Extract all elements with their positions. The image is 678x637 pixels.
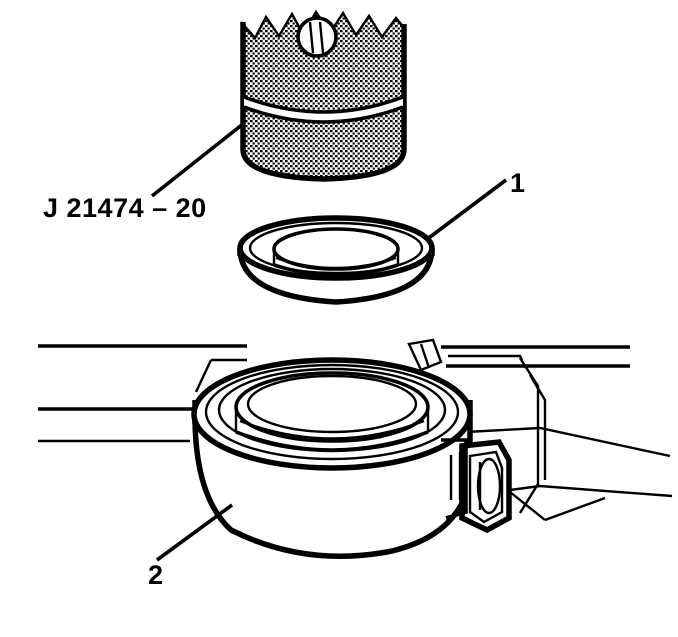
seal-ring-bore-floor xyxy=(273,263,399,277)
clip-pin-fill xyxy=(478,459,500,513)
bracket-bottom-edge xyxy=(544,496,606,522)
bracket-top-rail xyxy=(448,354,524,361)
housing-top-tab xyxy=(407,338,443,372)
housing-left-stub-bracket xyxy=(194,358,247,393)
bracket-vertical-edge-inner xyxy=(528,374,547,480)
housing-bore-inner-step xyxy=(246,374,418,434)
housing-outer-top-rim xyxy=(191,357,473,471)
seal-ring-outer-bottom xyxy=(237,247,435,305)
tool-screw-slot-right xyxy=(318,21,325,54)
background-structure-lines xyxy=(38,344,247,443)
bracket-vertical-edge-outer xyxy=(518,357,540,514)
seal-ring-bore-fill xyxy=(274,229,398,269)
driver-tool-cylinder xyxy=(240,9,407,182)
bracket-lower-fold xyxy=(509,484,673,498)
mounting-bracket xyxy=(448,354,673,522)
seal-ring-bore-floor-highlight xyxy=(275,256,397,270)
clip-inner-outline xyxy=(468,450,504,524)
clip-mount-flange xyxy=(441,438,468,520)
housing-bore-floor-highlight xyxy=(239,419,425,440)
tool-mid-band-lower xyxy=(243,105,404,124)
leader-line-one xyxy=(424,178,508,242)
housing-side-clip xyxy=(441,438,512,534)
tool-designation-label: J 21474 – 20 xyxy=(43,193,207,223)
housing-tab-outline xyxy=(407,338,443,372)
bracket-upper-fold xyxy=(465,426,671,458)
clip-pin-outline xyxy=(476,457,502,515)
leader-line-tool xyxy=(150,122,245,198)
tool-screw-head-fill xyxy=(298,18,336,56)
bracket-face-fill xyxy=(466,380,660,520)
housing-bore-floor xyxy=(235,430,429,452)
callout-label-one: 1 xyxy=(510,168,525,198)
tool-screw-slot-left xyxy=(308,21,315,54)
clip-body-outline xyxy=(459,439,512,534)
callout-label-two: 2 xyxy=(148,560,163,590)
seal-ring-top-groove-outer xyxy=(248,221,424,275)
housing-tab-fold-line xyxy=(419,343,431,369)
leader-line-two xyxy=(155,503,234,562)
seal-ring-outer-top-edge xyxy=(237,215,435,281)
housing-outer-bottom xyxy=(192,419,473,560)
tool-mid-band-fill xyxy=(244,98,403,121)
bracket-lower-left-edge xyxy=(509,491,546,521)
housing-bore-fill xyxy=(236,373,428,441)
seal-ring-part-1 xyxy=(237,215,435,305)
tool-mid-band-upper xyxy=(243,95,404,114)
background-structure-lines-right xyxy=(441,345,630,368)
housing-bore-assembly-part-2 xyxy=(191,338,673,560)
tool-screw-head-outline xyxy=(296,16,338,58)
housing-rim-ring-a xyxy=(204,363,460,461)
tool-bottom-edge xyxy=(240,149,407,182)
